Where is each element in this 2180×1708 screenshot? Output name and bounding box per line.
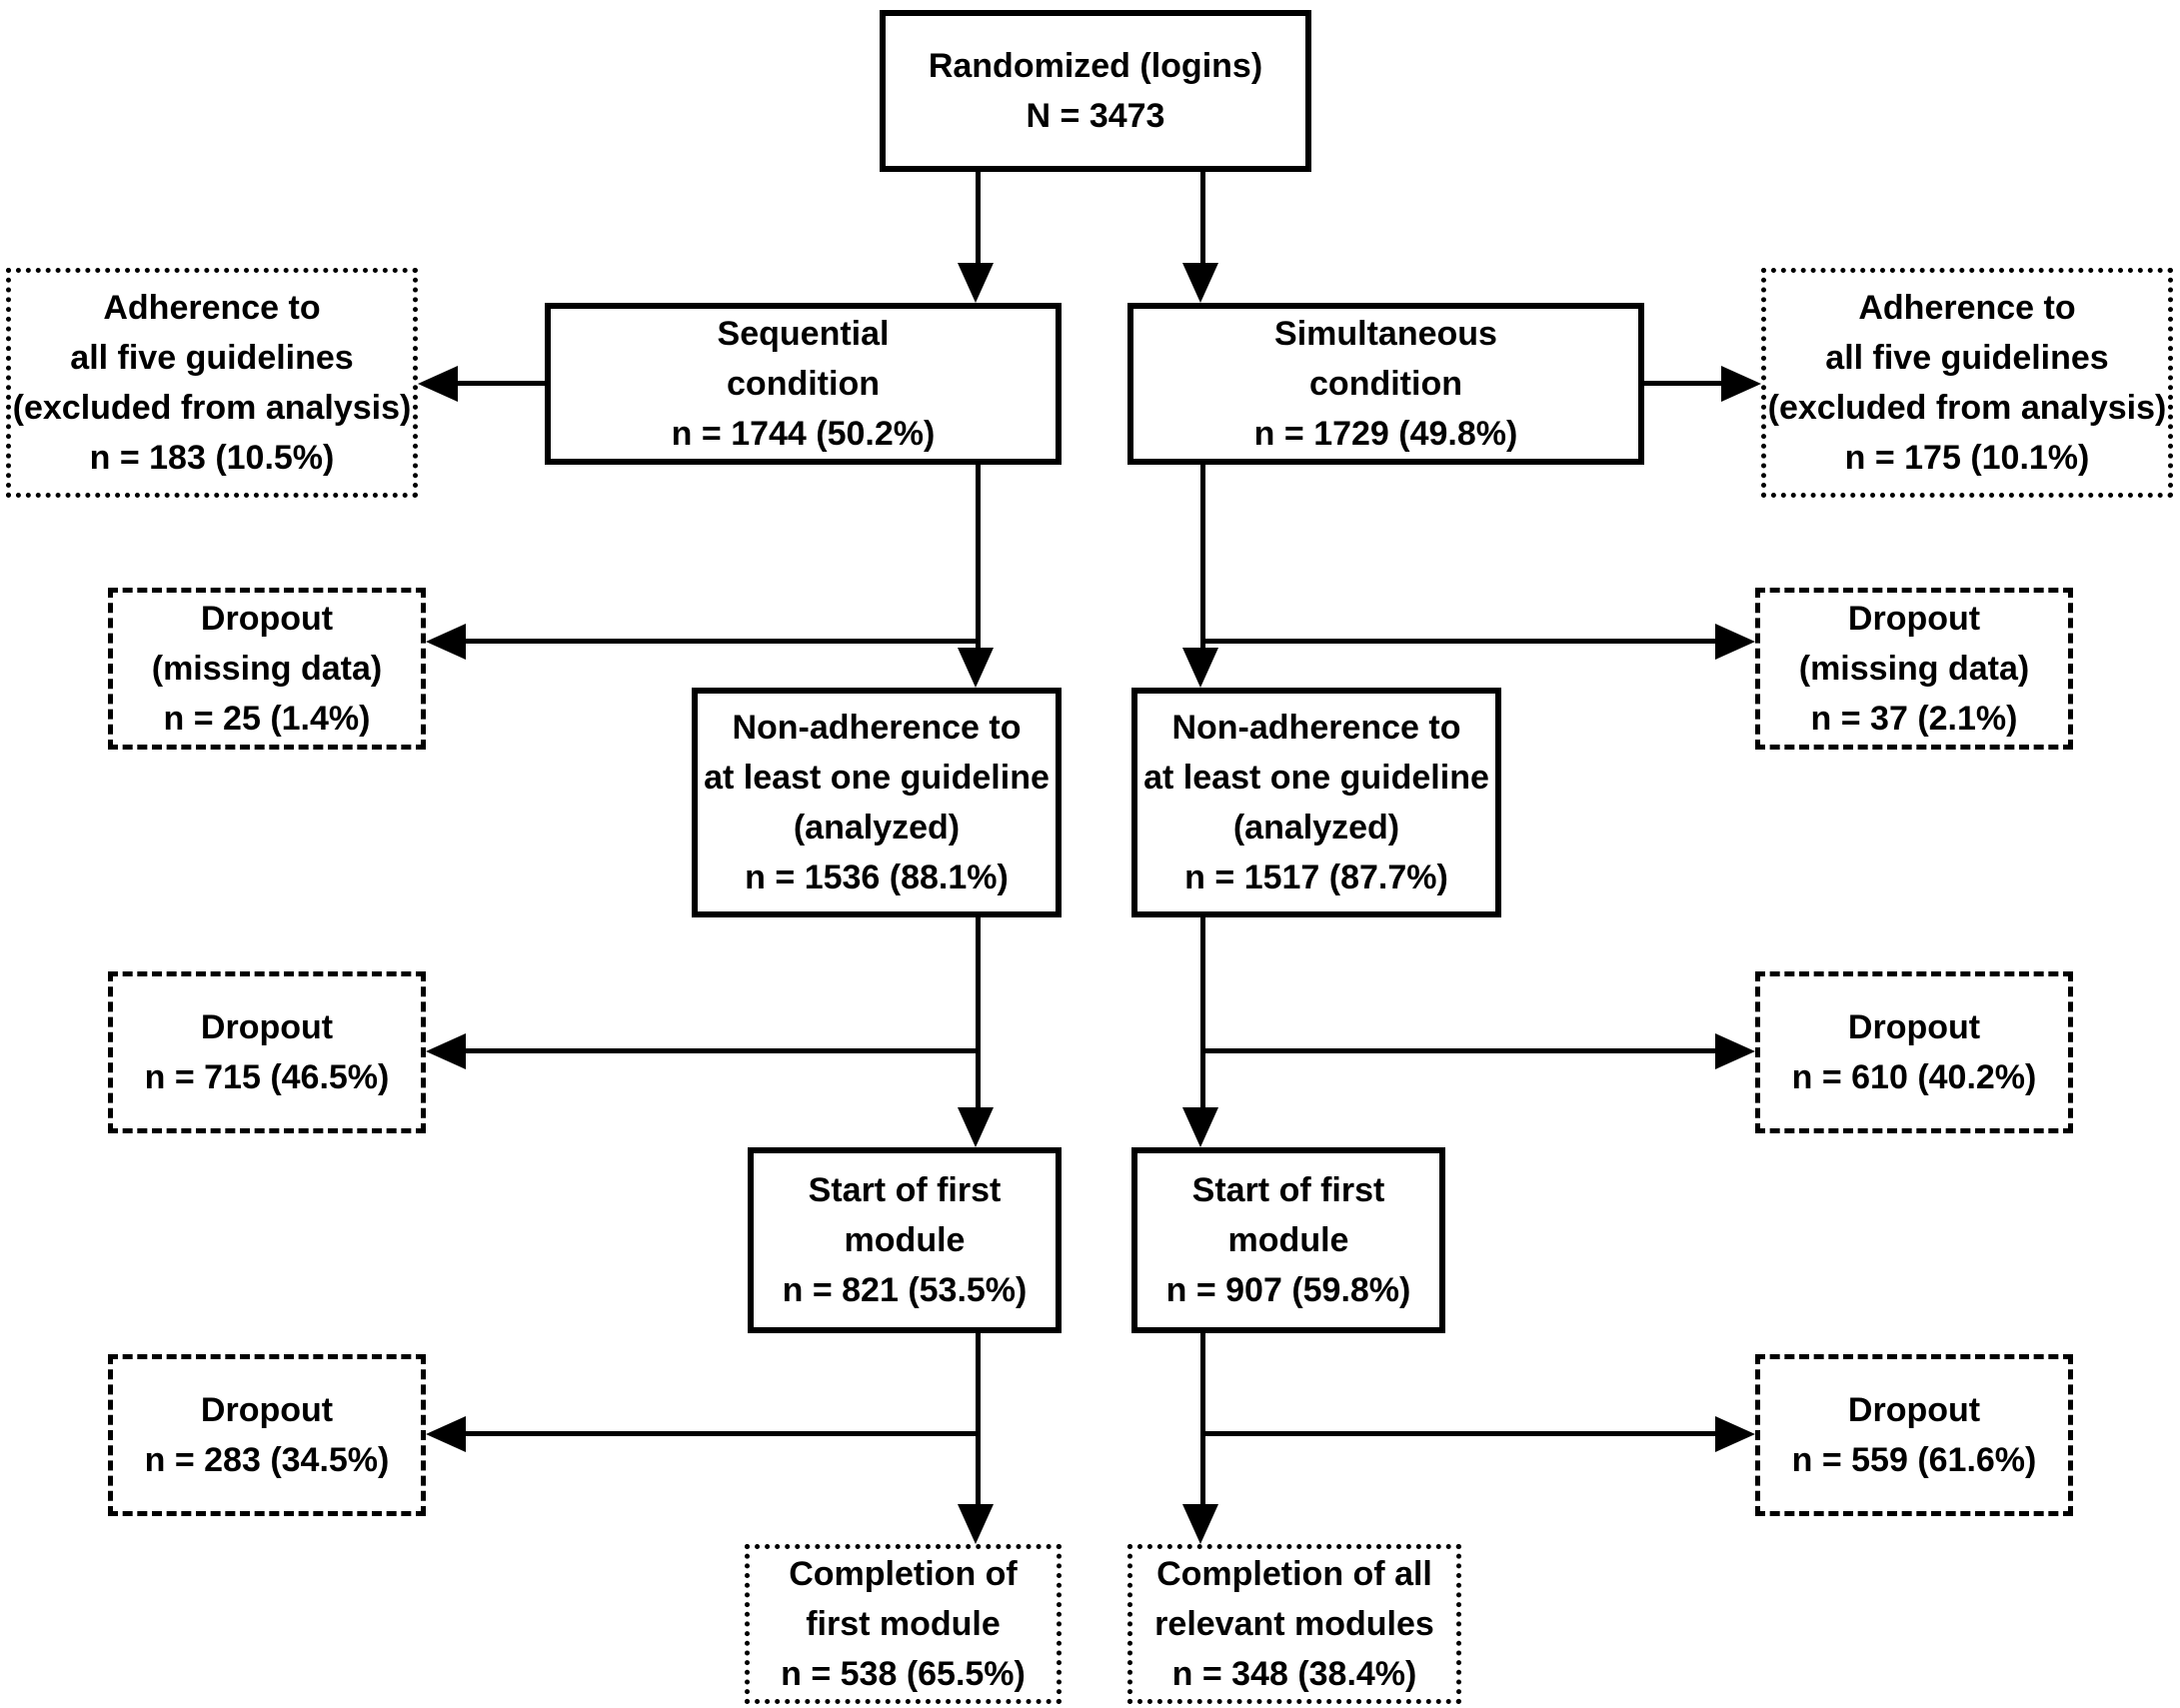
text-line: n = 175 (10.1%) [1844,439,2090,477]
arrowhead-right-icon [1715,624,1755,660]
text-line: n = 1744 (50.2%) [671,415,936,453]
connector-sequential-to-nonadherence [976,463,981,650]
text-line: (analyzed) [1232,809,1400,847]
connector-to-dropout-2-left [464,1048,979,1053]
text-line: Completion of all [1156,1555,1432,1593]
node-sequential-condition: Sequential condition n = 1744 (50.2%) [545,303,1062,465]
text-line: N = 3473 [1026,97,1165,135]
text-line: Completion of [789,1555,1018,1593]
text-line: at least one guideline [704,759,1050,797]
text-line: (missing data) [1798,650,2030,688]
text-line: at least one guideline [1143,759,1489,797]
text-line: n = 907 (59.8%) [1165,1271,1411,1309]
text-line: all five guidelines [70,339,354,377]
connector-start-to-completion-left [976,1331,981,1504]
connector-simultaneous-to-adherence [1644,381,1723,386]
node-start-first-module-left: Start of first module n = 821 (53.5%) [748,1147,1062,1333]
text-line: n = 538 (65.5%) [781,1655,1026,1693]
arrowhead-down-icon [1182,648,1218,688]
node-dropout-missing-data-right: Dropout (missing data) n = 37 (2.1%) [1755,588,2073,750]
arrowhead-left-icon [426,1416,466,1452]
text-line: Sequential [717,315,890,353]
text-line: n = 283 (34.5%) [144,1441,390,1479]
node-start-first-module-right: Start of first module n = 907 (59.8%) [1131,1147,1445,1333]
connector-nonadherence-to-start-right [1200,915,1205,1107]
arrowhead-down-icon [1182,1504,1218,1544]
text-line: n = 610 (40.2%) [1791,1058,2037,1096]
connector-nonadherence-to-start-left [976,915,981,1107]
text-line: (excluded from analysis) [12,389,412,427]
node-nonadherence-analyzed-left: Non-adherence to at least one guideline … [692,688,1062,917]
node-dropout-3-left: Dropout n = 283 (34.5%) [108,1354,426,1516]
text-line: Start of first [808,1171,1002,1209]
connector-to-dropout-2-right [1203,1048,1717,1053]
connector-randomized-to-simultaneous [1200,170,1205,263]
connector-sequential-to-adherence [456,381,545,386]
node-adherence-excluded-right: Adherence to all five guidelines (exclud… [1761,268,2173,498]
text-line: n = 25 (1.4%) [163,700,371,738]
text-line: (analyzed) [793,809,961,847]
arrowhead-left-icon [418,366,458,402]
text-line: first module [806,1605,1001,1643]
arrowhead-down-icon [958,1107,994,1147]
text-line: Randomized (logins) [928,47,1263,85]
text-line: n = 1536 (88.1%) [745,858,1009,896]
text-line: n = 559 (61.6%) [1791,1441,2037,1479]
text-line: (excluded from analysis) [1767,389,2167,427]
arrowhead-left-icon [426,624,466,660]
text-line: n = 1517 (87.7%) [1184,858,1448,896]
text-line: Dropout [200,600,334,638]
arrowhead-down-icon [958,648,994,688]
connector-to-dropout-3-left [464,1431,979,1436]
node-nonadherence-analyzed-right: Non-adherence to at least one guideline … [1131,688,1501,917]
arrowhead-down-icon [958,1504,994,1544]
node-completion-all-modules: Completion of all relevant modules n = 3… [1127,1544,1461,1704]
connector-start-to-completion-right [1200,1331,1205,1504]
node-completion-first-module: Completion of first module n = 538 (65.5… [745,1544,1062,1704]
text-line: Start of first [1191,1171,1385,1209]
text-line: Dropout [200,1008,334,1046]
node-dropout-missing-data-left: Dropout (missing data) n = 25 (1.4%) [108,588,426,750]
text-line: (missing data) [151,650,383,688]
arrowhead-right-icon [1715,1416,1755,1452]
text-line: Dropout [1847,1008,1981,1046]
text-line: module [844,1221,966,1259]
node-dropout-2-left: Dropout n = 715 (46.5%) [108,971,426,1133]
text-line: Dropout [1847,1391,1981,1429]
connector-randomized-to-sequential [976,170,981,263]
node-dropout-3-right: Dropout n = 559 (61.6%) [1755,1354,2073,1516]
text-line: n = 348 (38.4%) [1171,1655,1417,1693]
arrowhead-down-icon [958,263,994,303]
connector-to-dropout-3-right [1203,1431,1717,1436]
text-line: n = 37 (2.1%) [1810,700,2018,738]
text-line: condition [727,365,880,403]
text-line: Simultaneous [1274,315,1497,353]
text-line: n = 183 (10.5%) [89,439,335,477]
node-randomized: Randomized (logins) N = 3473 [880,10,1311,172]
arrowhead-right-icon [1721,366,1761,402]
text-line: Non-adherence to [732,709,1022,747]
connector-to-dropout-missing-left [464,639,979,644]
text-line: module [1227,1221,1349,1259]
arrowhead-down-icon [1182,1107,1218,1147]
arrowhead-down-icon [1182,263,1218,303]
text-line: n = 715 (46.5%) [144,1058,390,1096]
text-line: relevant modules [1154,1605,1434,1643]
node-adherence-excluded-left: Adherence to all five guidelines (exclud… [6,268,418,498]
text-line: n = 821 (53.5%) [782,1271,1028,1309]
node-simultaneous-condition: Simultaneous condition n = 1729 (49.8%) [1127,303,1644,465]
text-line: Dropout [1847,600,1981,638]
text-line: n = 1729 (49.8%) [1253,415,1518,453]
text-line: Adherence to [103,289,321,327]
text-line: Dropout [200,1391,334,1429]
arrowhead-left-icon [426,1033,466,1069]
node-dropout-2-right: Dropout n = 610 (40.2%) [1755,971,2073,1133]
text-line: condition [1309,365,1462,403]
text-line: all five guidelines [1825,339,2109,377]
text-line: Non-adherence to [1171,709,1461,747]
text-line: Adherence to [1858,289,2076,327]
connector-to-dropout-missing-right [1203,639,1717,644]
arrowhead-right-icon [1715,1033,1755,1069]
connector-simultaneous-to-nonadherence [1200,463,1205,650]
